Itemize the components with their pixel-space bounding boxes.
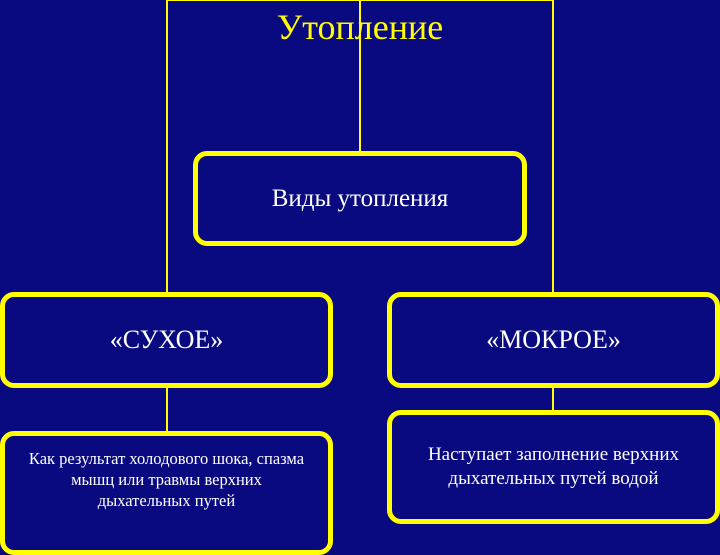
root-node-label: Виды утопления (271, 184, 449, 212)
description-node-dry-text: Как результат холодового шока, спазма мы… (28, 449, 305, 510)
category-node-dry: «СУХОЕ» (0, 292, 333, 388)
description-node-wet: Наступает заполнение верхних дыхательных… (387, 410, 720, 524)
description-node-wet-text: Наступает заполнение верхних дыхательных… (427, 444, 680, 489)
root-node: Виды утопления (193, 151, 527, 246)
diagram-title: Утопление (276, 7, 444, 47)
connector-lines (166, 0, 554, 431)
category-node-wet: «МОКРОЕ» (387, 292, 720, 388)
description-node-dry: Как результат холодового шока, спазма мы… (0, 431, 333, 555)
category-node-dry-label: «СУХОЕ» (109, 325, 224, 354)
outer-frame-connector (166, 0, 554, 292)
category-node-wet-label: «МОКРОЕ» (486, 325, 621, 354)
